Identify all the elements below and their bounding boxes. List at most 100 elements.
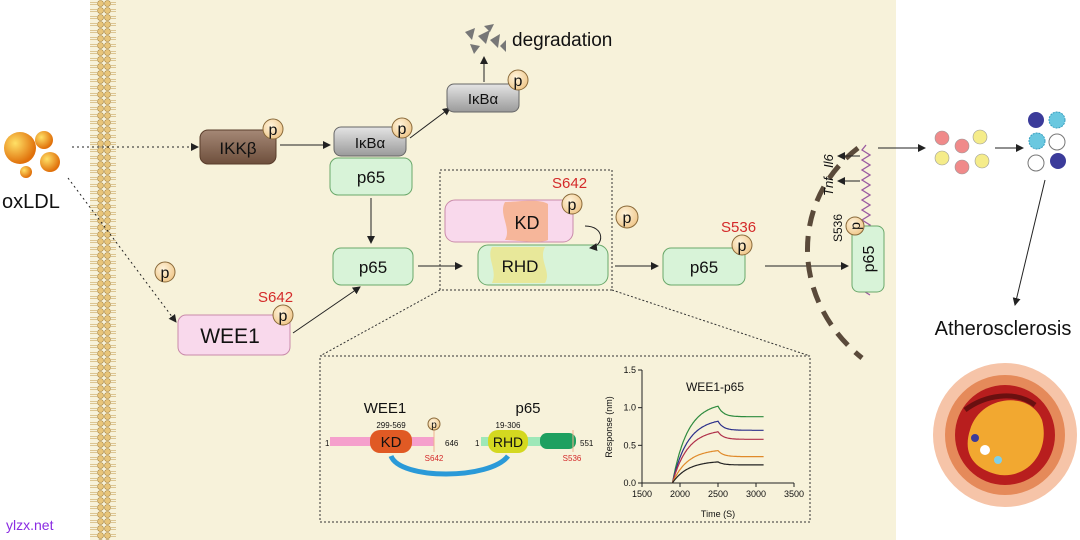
complex-zoom-box xyxy=(439,169,613,291)
phospho-icon: p xyxy=(272,304,294,326)
oxldl-particles-icon xyxy=(4,131,60,178)
binding-curve-conc-4 xyxy=(671,449,764,484)
svg-text:p: p xyxy=(514,73,523,90)
s536-label: S536 xyxy=(721,219,756,236)
p65-tad-domain xyxy=(540,433,576,449)
inset-detail-box xyxy=(319,355,811,523)
arrow-oxldl-wee1 xyxy=(67,177,177,323)
p65-start: 1 xyxy=(475,439,480,448)
x-tick-label: 2500 xyxy=(708,489,728,499)
p65-rhd-label: RHD xyxy=(493,434,523,450)
p65-label: p65 xyxy=(357,168,385,187)
phospho-icon: p xyxy=(154,261,176,283)
rhd-core xyxy=(490,247,548,283)
wee1-end: 646 xyxy=(445,439,459,448)
degradation-fragments-icon xyxy=(465,24,506,54)
ikkb-label: IKKβ xyxy=(219,139,256,158)
phospho-icon: p xyxy=(615,205,639,229)
wee1-box xyxy=(177,314,291,356)
cytokines-icon xyxy=(934,129,990,175)
svg-text:p: p xyxy=(431,420,437,431)
phospho-icon: p xyxy=(391,117,413,139)
arrow-wee1-p65 xyxy=(292,286,361,334)
p65-box-free xyxy=(332,247,414,286)
arrow-atherosclerosis xyxy=(1012,179,1046,306)
binding-curve-conc-3 xyxy=(671,431,764,484)
bli-binding-chart: WEE1-p65 Time (S) Response (nm) 1500 2000… xyxy=(604,365,804,519)
x-axis-label: Time (S) xyxy=(701,509,735,519)
p65-label: p65 xyxy=(359,258,387,277)
ikba-box xyxy=(333,126,407,157)
y-axis-label: Response (nm) xyxy=(604,396,614,458)
oxldl-label: oxLDL xyxy=(2,191,60,213)
p65-box-nuclear xyxy=(851,225,885,293)
chart-title: WEE1-p65 xyxy=(686,380,744,394)
wee1-start: 1 xyxy=(325,439,330,448)
inset-p65-title: p65 xyxy=(515,400,540,417)
y-tick-label: 1.5 xyxy=(623,365,636,375)
wee1-kd-label: KD xyxy=(381,434,402,451)
p65-nuclear-label: p65 xyxy=(861,246,878,273)
wee1-kd-range: 299-569 xyxy=(376,421,406,430)
phospho-icon: p xyxy=(427,417,441,431)
p65-box-complex xyxy=(329,157,413,196)
immune-cells-icon xyxy=(1027,111,1066,172)
p65-end: 551 xyxy=(580,439,594,448)
interaction-arc xyxy=(388,454,510,477)
kd-core xyxy=(502,200,548,242)
phospho-icon: p xyxy=(845,216,865,236)
p65-rhd-domain xyxy=(488,430,528,453)
y-tick-label: 1.0 xyxy=(623,403,636,413)
svg-text:p: p xyxy=(269,122,278,139)
p65-site: S536 xyxy=(563,454,582,463)
cell-membrane xyxy=(90,0,116,540)
ikba-released-label: IκBα xyxy=(468,91,499,108)
s536-nuclear-label: S536 xyxy=(831,214,845,242)
watermark: ylzx.net xyxy=(6,517,54,533)
binding-curve-conc-5 xyxy=(671,461,764,484)
wee1-label: WEE1 xyxy=(200,325,260,348)
svg-text:p: p xyxy=(398,121,407,138)
svg-text:p: p xyxy=(568,197,577,214)
x-tick-label: 3000 xyxy=(746,489,766,499)
svg-text:p: p xyxy=(161,265,170,282)
phospho-icon: p xyxy=(561,193,583,215)
x-tick-label: 2000 xyxy=(670,489,690,499)
phospho-icon: p xyxy=(507,69,529,91)
degradation-label: degradation xyxy=(512,30,612,51)
phospho-icon: p xyxy=(731,234,753,256)
ikba-label: IκBα xyxy=(355,135,386,152)
p65-label: p65 xyxy=(690,258,718,277)
kd-label: KD xyxy=(514,213,539,233)
svg-text:p: p xyxy=(847,222,863,230)
phospho-icon: p xyxy=(262,118,284,140)
inset-connector-right xyxy=(611,289,811,357)
inset-connector-left xyxy=(319,289,441,357)
s642-label: S642 xyxy=(552,175,587,192)
y-tick-label: 0.5 xyxy=(623,440,636,450)
wee1-kd-domain xyxy=(370,430,412,453)
ikba-box-released xyxy=(446,83,520,113)
arrow-ikba-release xyxy=(409,107,451,139)
binding-curve-conc-2 xyxy=(671,420,764,484)
p65-rhd-range: 19-306 xyxy=(496,421,521,430)
il6-gene-label: Il6 xyxy=(821,154,836,169)
svg-text:p: p xyxy=(279,308,288,325)
artery-cross-section-icon xyxy=(933,363,1077,507)
p65-box-phospho xyxy=(662,247,746,286)
nuclear-membrane xyxy=(805,146,864,360)
ikkb-box xyxy=(199,129,277,165)
autophospho-arrow xyxy=(584,225,602,252)
wee1-site-label: S642 xyxy=(258,289,293,306)
x-tick-label: 3500 xyxy=(784,489,804,499)
wee1-site: S642 xyxy=(425,454,444,463)
y-tick-label: 0.0 xyxy=(623,478,636,488)
x-tick-label: 1500 xyxy=(632,489,652,499)
inset-wee1-title: WEE1 xyxy=(364,400,407,417)
rhd-label: RHD xyxy=(502,257,539,276)
svg-text:p: p xyxy=(738,238,747,255)
binding-curve-conc-1 xyxy=(671,405,764,484)
atherosclerosis-label: Atherosclerosis xyxy=(935,318,1072,340)
tnf-gene-label: Tnf xyxy=(821,176,836,196)
